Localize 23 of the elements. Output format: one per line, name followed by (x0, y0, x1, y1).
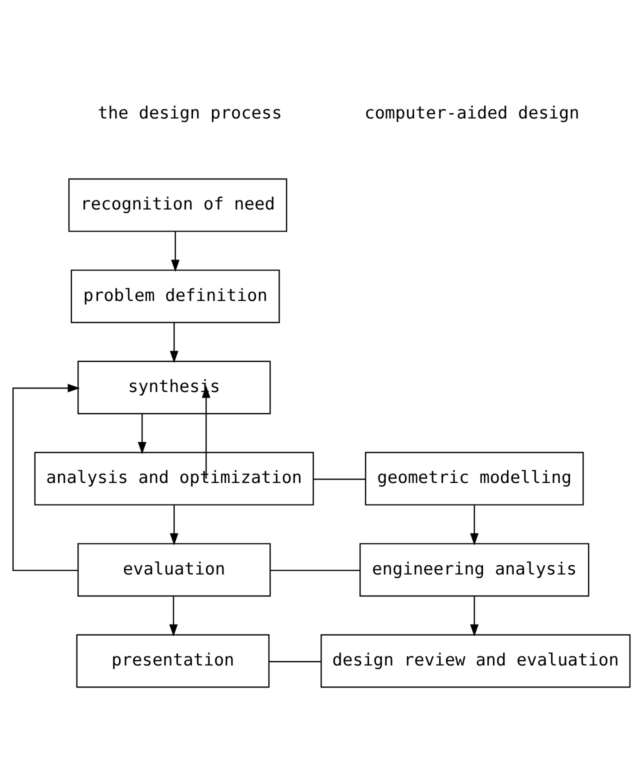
node-box: problem definition (70, 269, 280, 323)
arrow (470, 504, 479, 545)
label: computer-aided design (364, 102, 580, 123)
connector (269, 660, 322, 662)
connector (270, 569, 360, 571)
node-box: analysis and optimization (34, 451, 314, 505)
node-box: design review and evaluation (320, 634, 631, 688)
node-box: geometric modelling (364, 451, 584, 505)
label: the design process (98, 102, 282, 123)
connector (314, 478, 366, 480)
node-box: recognition of need (68, 178, 288, 232)
arrow (169, 596, 178, 636)
arrow (470, 596, 479, 636)
arrow (171, 231, 180, 272)
node-box: evaluation (77, 542, 271, 596)
node-box: presentation (76, 634, 270, 688)
arrow (170, 322, 178, 363)
arrow (202, 385, 210, 478)
arrow (170, 504, 178, 545)
node-box: engineering analysis (359, 542, 590, 596)
arrow (138, 413, 146, 454)
arrow (12, 383, 80, 571)
node-box: synthesis (77, 360, 271, 414)
